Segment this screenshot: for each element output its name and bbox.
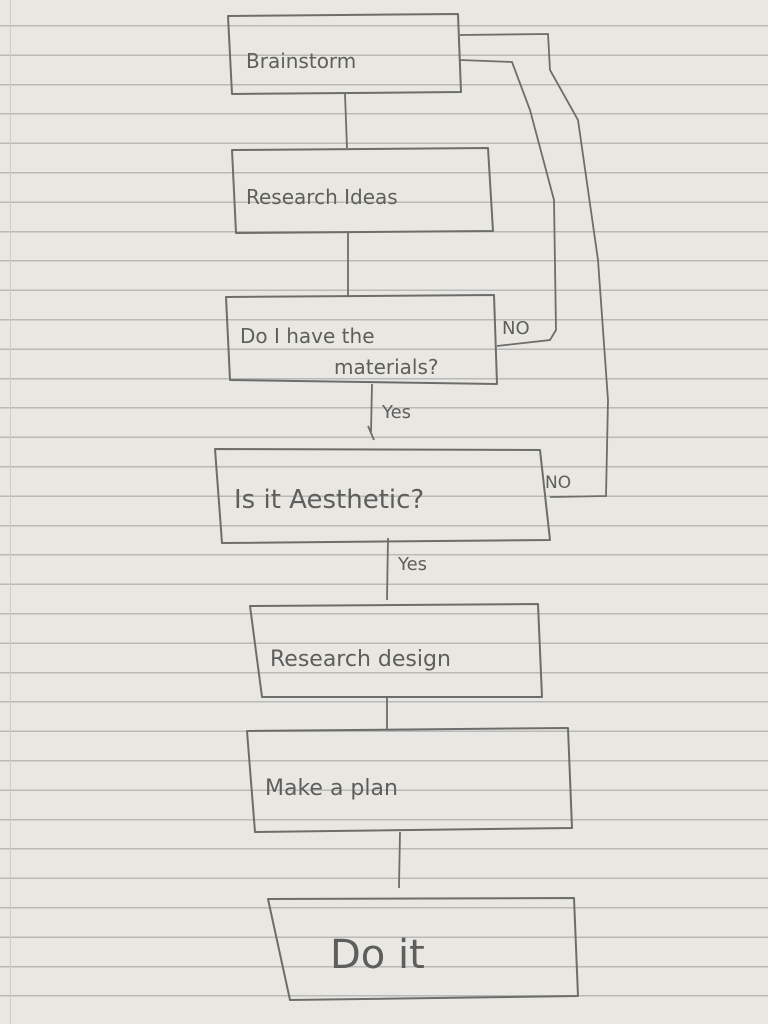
edge-label-no: NO bbox=[545, 473, 571, 493]
node-label: Is it Aesthetic? bbox=[234, 485, 424, 515]
node-label: Do I have the bbox=[240, 324, 375, 348]
node-label: Brainstorm bbox=[246, 49, 356, 73]
edge-aesthetic-yes bbox=[386, 537, 389, 601]
edge-materials-yes bbox=[367, 383, 375, 441]
edge-plan-doit bbox=[398, 831, 401, 889]
node-make-plan: Make a plan bbox=[246, 727, 573, 833]
edge-materials-no bbox=[459, 59, 557, 347]
node-research-design: Research design bbox=[249, 603, 543, 698]
node-label: Research Ideas bbox=[246, 185, 398, 209]
edge-label-no: NO bbox=[502, 318, 530, 339]
node-research-ideas: Research Ideas bbox=[231, 147, 494, 234]
node-materials: Do I have the materials? bbox=[225, 294, 498, 385]
node-label: materials? bbox=[334, 355, 439, 379]
paper-margin-line bbox=[10, 0, 11, 1024]
edge-aesthetic-no bbox=[459, 33, 609, 498]
node-do-it: Do it bbox=[267, 897, 579, 1001]
edge-brainstorm-research bbox=[344, 93, 348, 149]
node-brainstorm: Brainstorm bbox=[227, 13, 462, 95]
edge-label-yes: Yes bbox=[381, 402, 411, 423]
node-label: Do it bbox=[330, 932, 425, 978]
node-aesthetic: Is it Aesthetic? bbox=[214, 448, 551, 544]
node-label: Make a plan bbox=[265, 776, 398, 801]
edge-label-yes: Yes bbox=[397, 554, 427, 575]
node-label: Research design bbox=[270, 647, 451, 672]
